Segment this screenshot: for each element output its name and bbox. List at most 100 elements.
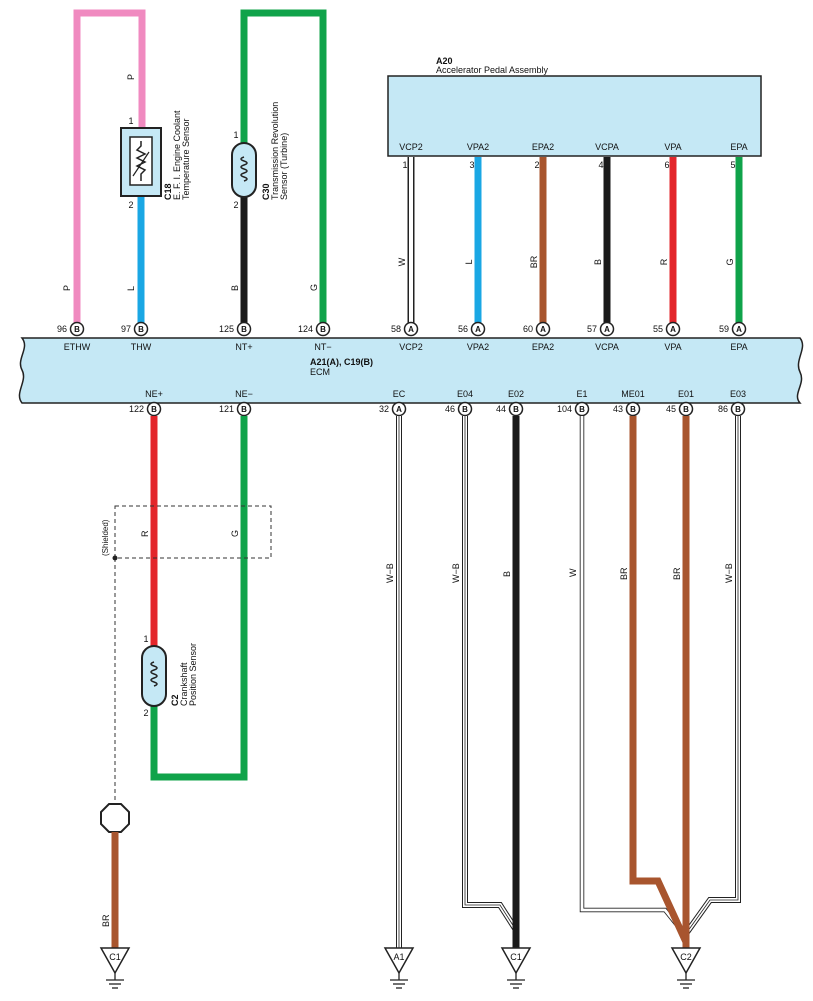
- ecm-bottom-pin-number: 32: [379, 404, 389, 414]
- ecm-bottom-pin-number: 122: [129, 404, 144, 414]
- wire-label-ne-minus: G: [230, 530, 240, 537]
- ecm-bottom-connector-badge: [146, 401, 162, 417]
- ecm-top-connector-letter: A: [670, 325, 676, 334]
- ecm-top-connector-letter: B: [241, 325, 247, 334]
- ecm-top-pin-label: ETHW: [64, 342, 91, 352]
- c30-pin-top: 1: [233, 130, 238, 140]
- ecm-top-connector-badge: [599, 321, 615, 337]
- shield-node: [112, 555, 118, 561]
- ecm-top-connector-badge: [133, 321, 149, 337]
- c2-pin-bottom: 2: [143, 708, 148, 718]
- ecm-bottom-pin-label: E03: [730, 389, 746, 399]
- wire-label-g: G: [309, 284, 319, 291]
- ecm-bottom-connector-letter: B: [513, 405, 519, 414]
- ecm-bottom-connector-badge: [625, 401, 641, 417]
- wire-pink-ethw: [73, 9, 146, 323]
- wire-label-e01: BR: [672, 567, 682, 580]
- ground-label: A1: [393, 952, 404, 962]
- ecm-bottom-connector-badge: [508, 401, 524, 417]
- c2-desc-2: Position Sensor: [188, 643, 198, 706]
- ecm-bottom-pin-number: 104: [557, 404, 572, 414]
- c18-id: C18: [163, 183, 173, 200]
- wire-label-ne-plus: R: [140, 530, 150, 537]
- ecm-bottom-pin: EC A 32: [379, 389, 407, 417]
- ecm-name: ECM: [310, 367, 330, 377]
- ecm-top-pin-number: 96: [57, 324, 67, 334]
- ecm-bottom-connector-letter: B: [579, 405, 585, 414]
- pedal-pin-number: 5: [730, 160, 735, 170]
- ecm-top-pin-number: 56: [458, 324, 468, 334]
- ground-symbol-c1: C1: [500, 947, 532, 989]
- c2-id: C2: [170, 694, 180, 706]
- ecm-top-pin-number: 58: [391, 324, 401, 334]
- ecm-top-pin-number: 60: [523, 324, 533, 334]
- wire-label-ec: W−B: [385, 563, 395, 583]
- ecm-bottom-pin-label: E01: [678, 389, 694, 399]
- ecm-top-connector-letter: A: [475, 325, 481, 334]
- wire-label-shield-drain: BR: [101, 914, 111, 927]
- ecm-bottom-connector-badge: [730, 401, 746, 417]
- pedal-terminal-label: VCPA: [595, 142, 619, 152]
- pedal-pin-number: 4: [598, 160, 603, 170]
- ecm-bottom-pin-number: 121: [219, 404, 234, 414]
- ecm-top-pin-label: VPA: [664, 342, 681, 352]
- ecm-top-connector-badge: [665, 321, 681, 337]
- ecm-top-connector-letter: A: [540, 325, 546, 334]
- wire-label-b: B: [230, 285, 240, 291]
- pedal-wire-code: R: [659, 258, 669, 265]
- ecm-bottom-connector-badge: [678, 401, 694, 417]
- ecm-top-pin-label: VCP2: [399, 342, 423, 352]
- ecm-bottom-pin-label: E04: [457, 389, 473, 399]
- ecm-bottom-connector-letter: B: [630, 405, 636, 414]
- shield-box: [114, 505, 272, 559]
- pedal-wire-code: B: [593, 259, 603, 265]
- ecm-top-connector-letter: A: [736, 325, 742, 334]
- wire-label-me01: BR: [619, 567, 629, 580]
- ground-label: C1: [510, 952, 522, 962]
- ecm-bottom-connector-badge: [457, 401, 473, 417]
- pedal-pin-number: 6: [664, 160, 669, 170]
- pedal-wire-code: BR: [529, 255, 539, 268]
- ecm-bottom-pin-label: NE+: [145, 389, 163, 399]
- c18-pin-top: 1: [128, 116, 133, 126]
- ecm-bottom-pin-number: 44: [496, 404, 506, 414]
- ground-symbol-a1: A1: [383, 947, 415, 989]
- ecm-bottom-connector-badge: [236, 401, 252, 417]
- wire-wb-e03: [682, 416, 741, 937]
- ecm-id: A21(A), C19(B): [310, 357, 373, 367]
- ecm-top-connector-letter: B: [320, 325, 326, 334]
- pedal-pin-number: 3: [469, 160, 474, 170]
- ecm-top-pin-number: 55: [653, 324, 663, 334]
- pedal-pin-number: 1: [402, 160, 407, 170]
- wire-label-e02: B: [502, 571, 512, 577]
- wire-green-nt: [240, 9, 327, 323]
- ecm-bottom-connector-badge: [574, 401, 590, 417]
- ecm-bottom-pin-number: 45: [666, 404, 676, 414]
- ecm-bottom-connector-letter: A: [396, 405, 402, 414]
- ecm-top-connector-badge: [69, 321, 85, 337]
- c30-pin-bottom: 2: [233, 200, 238, 210]
- ground-label: C2: [680, 952, 692, 962]
- ground-symbol-c2: C2: [670, 947, 702, 989]
- ecm-bottom-pin-label: EC: [393, 389, 406, 399]
- c30-id: C30: [261, 183, 271, 200]
- ecm-bottom-pin-number: 43: [613, 404, 623, 414]
- ecm-top-connector-badge: [403, 321, 419, 337]
- ecm-top-pin-label: NT+: [235, 342, 252, 352]
- ecm-top-pin-label: VCPA: [595, 342, 619, 352]
- wire-label-e1: W: [568, 568, 578, 577]
- wire-br-me01: [629, 416, 690, 944]
- c2-desc-1: Crankshaft: [179, 662, 189, 706]
- ecm-bottom-connector-letter: B: [683, 405, 689, 414]
